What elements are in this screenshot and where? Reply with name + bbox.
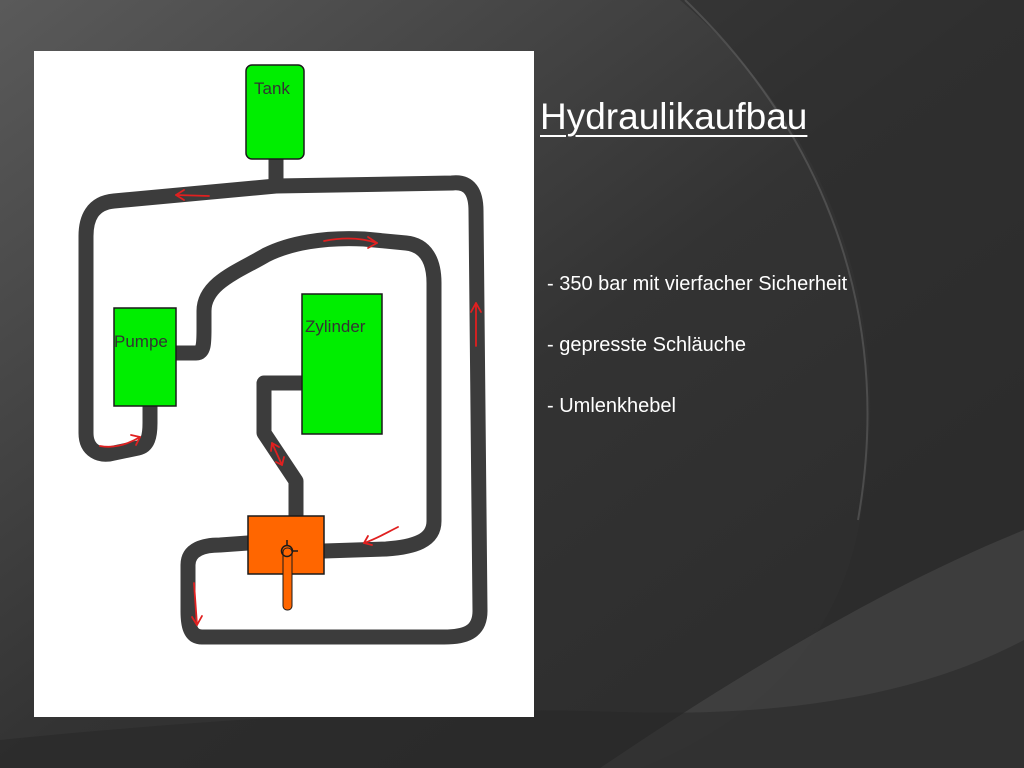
- flow-arrow-valve-in: [363, 526, 399, 546]
- bullet-pressure: - 350 bar mit vierfacher Sicherheit: [547, 273, 848, 295]
- hose-right-loop: [180, 175, 488, 645]
- hydraulic-diagram: Tank Pumpe Zylinder: [34, 51, 534, 717]
- cylinder: [301, 293, 383, 435]
- lever-pivot: [280, 544, 294, 558]
- bullet-lever: - Umlenkhebel: [547, 395, 676, 417]
- pump: [113, 307, 177, 407]
- bullet-list: - 350 bar mit vierfacher Sicherheit - ge…: [547, 272, 847, 455]
- bullet-hoses: - gepresste Schläuche: [547, 334, 747, 356]
- tank-label: Tank: [254, 79, 290, 98]
- flow-arrow-cylinder-valve: [270, 442, 285, 466]
- tank: [245, 64, 305, 160]
- cylinder-label: Zylinder: [305, 317, 366, 336]
- slide-title: Hydraulikaufbau: [540, 96, 808, 137]
- hose-inner-loop: [168, 231, 442, 559]
- flow-arrow-right: [470, 302, 482, 347]
- pump-label: Pumpe: [114, 332, 168, 351]
- flow-arrow-pump-return: [99, 434, 141, 448]
- hydraulic-schematic: Tank Pumpe Zylinder: [78, 64, 488, 645]
- flow-arrow-inner-top: [323, 236, 378, 249]
- flow-arrow-bottom-left: [191, 582, 203, 626]
- hoses: [78, 151, 488, 645]
- valve-lever: [282, 547, 293, 611]
- hose-outer-loop: [78, 178, 284, 462]
- hose-cylinder-valve: [256, 375, 310, 525]
- components: Tank Pumpe Zylinder: [113, 64, 383, 611]
- flow-arrows: [99, 189, 482, 626]
- flow-arrow-top: [175, 189, 210, 201]
